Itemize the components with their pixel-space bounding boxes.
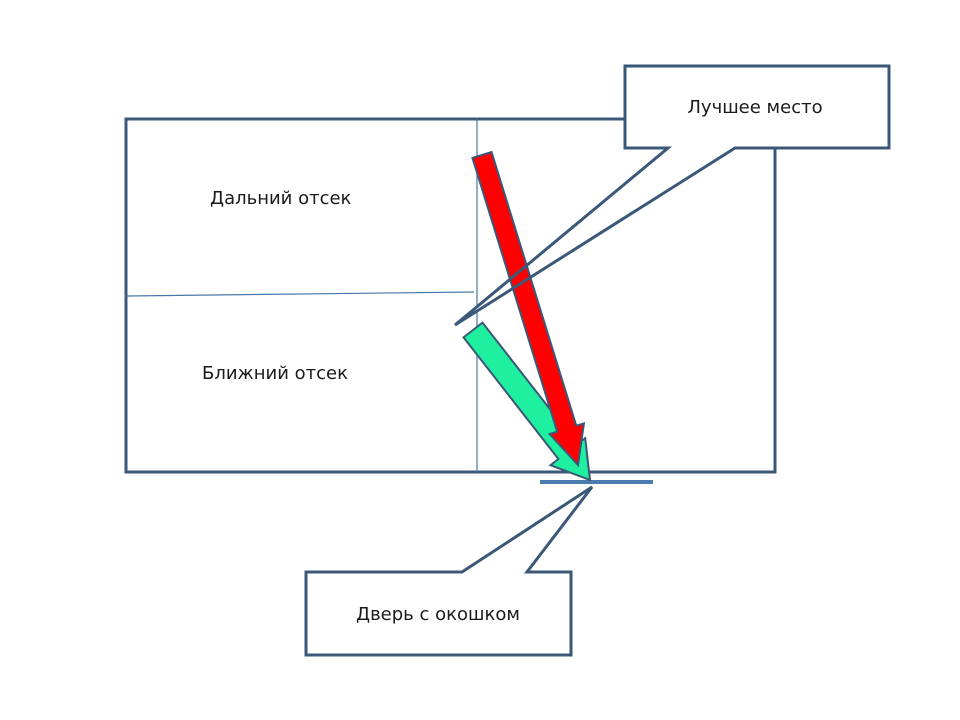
best-place-label: Лучшее место <box>687 97 822 118</box>
best-place-callout-box <box>623 64 891 150</box>
red-arrow <box>471 150 586 468</box>
door-callout-fill <box>306 487 592 655</box>
door-callout <box>304 485 594 657</box>
far-compartment-label: Дальний отсек <box>210 188 352 209</box>
door-label: Дверь с окошком <box>356 604 520 625</box>
best-place-callout-box-cover <box>627 68 887 146</box>
near-compartment-label: Ближний отсек <box>202 363 348 384</box>
horizontal-divider <box>125 291 475 297</box>
